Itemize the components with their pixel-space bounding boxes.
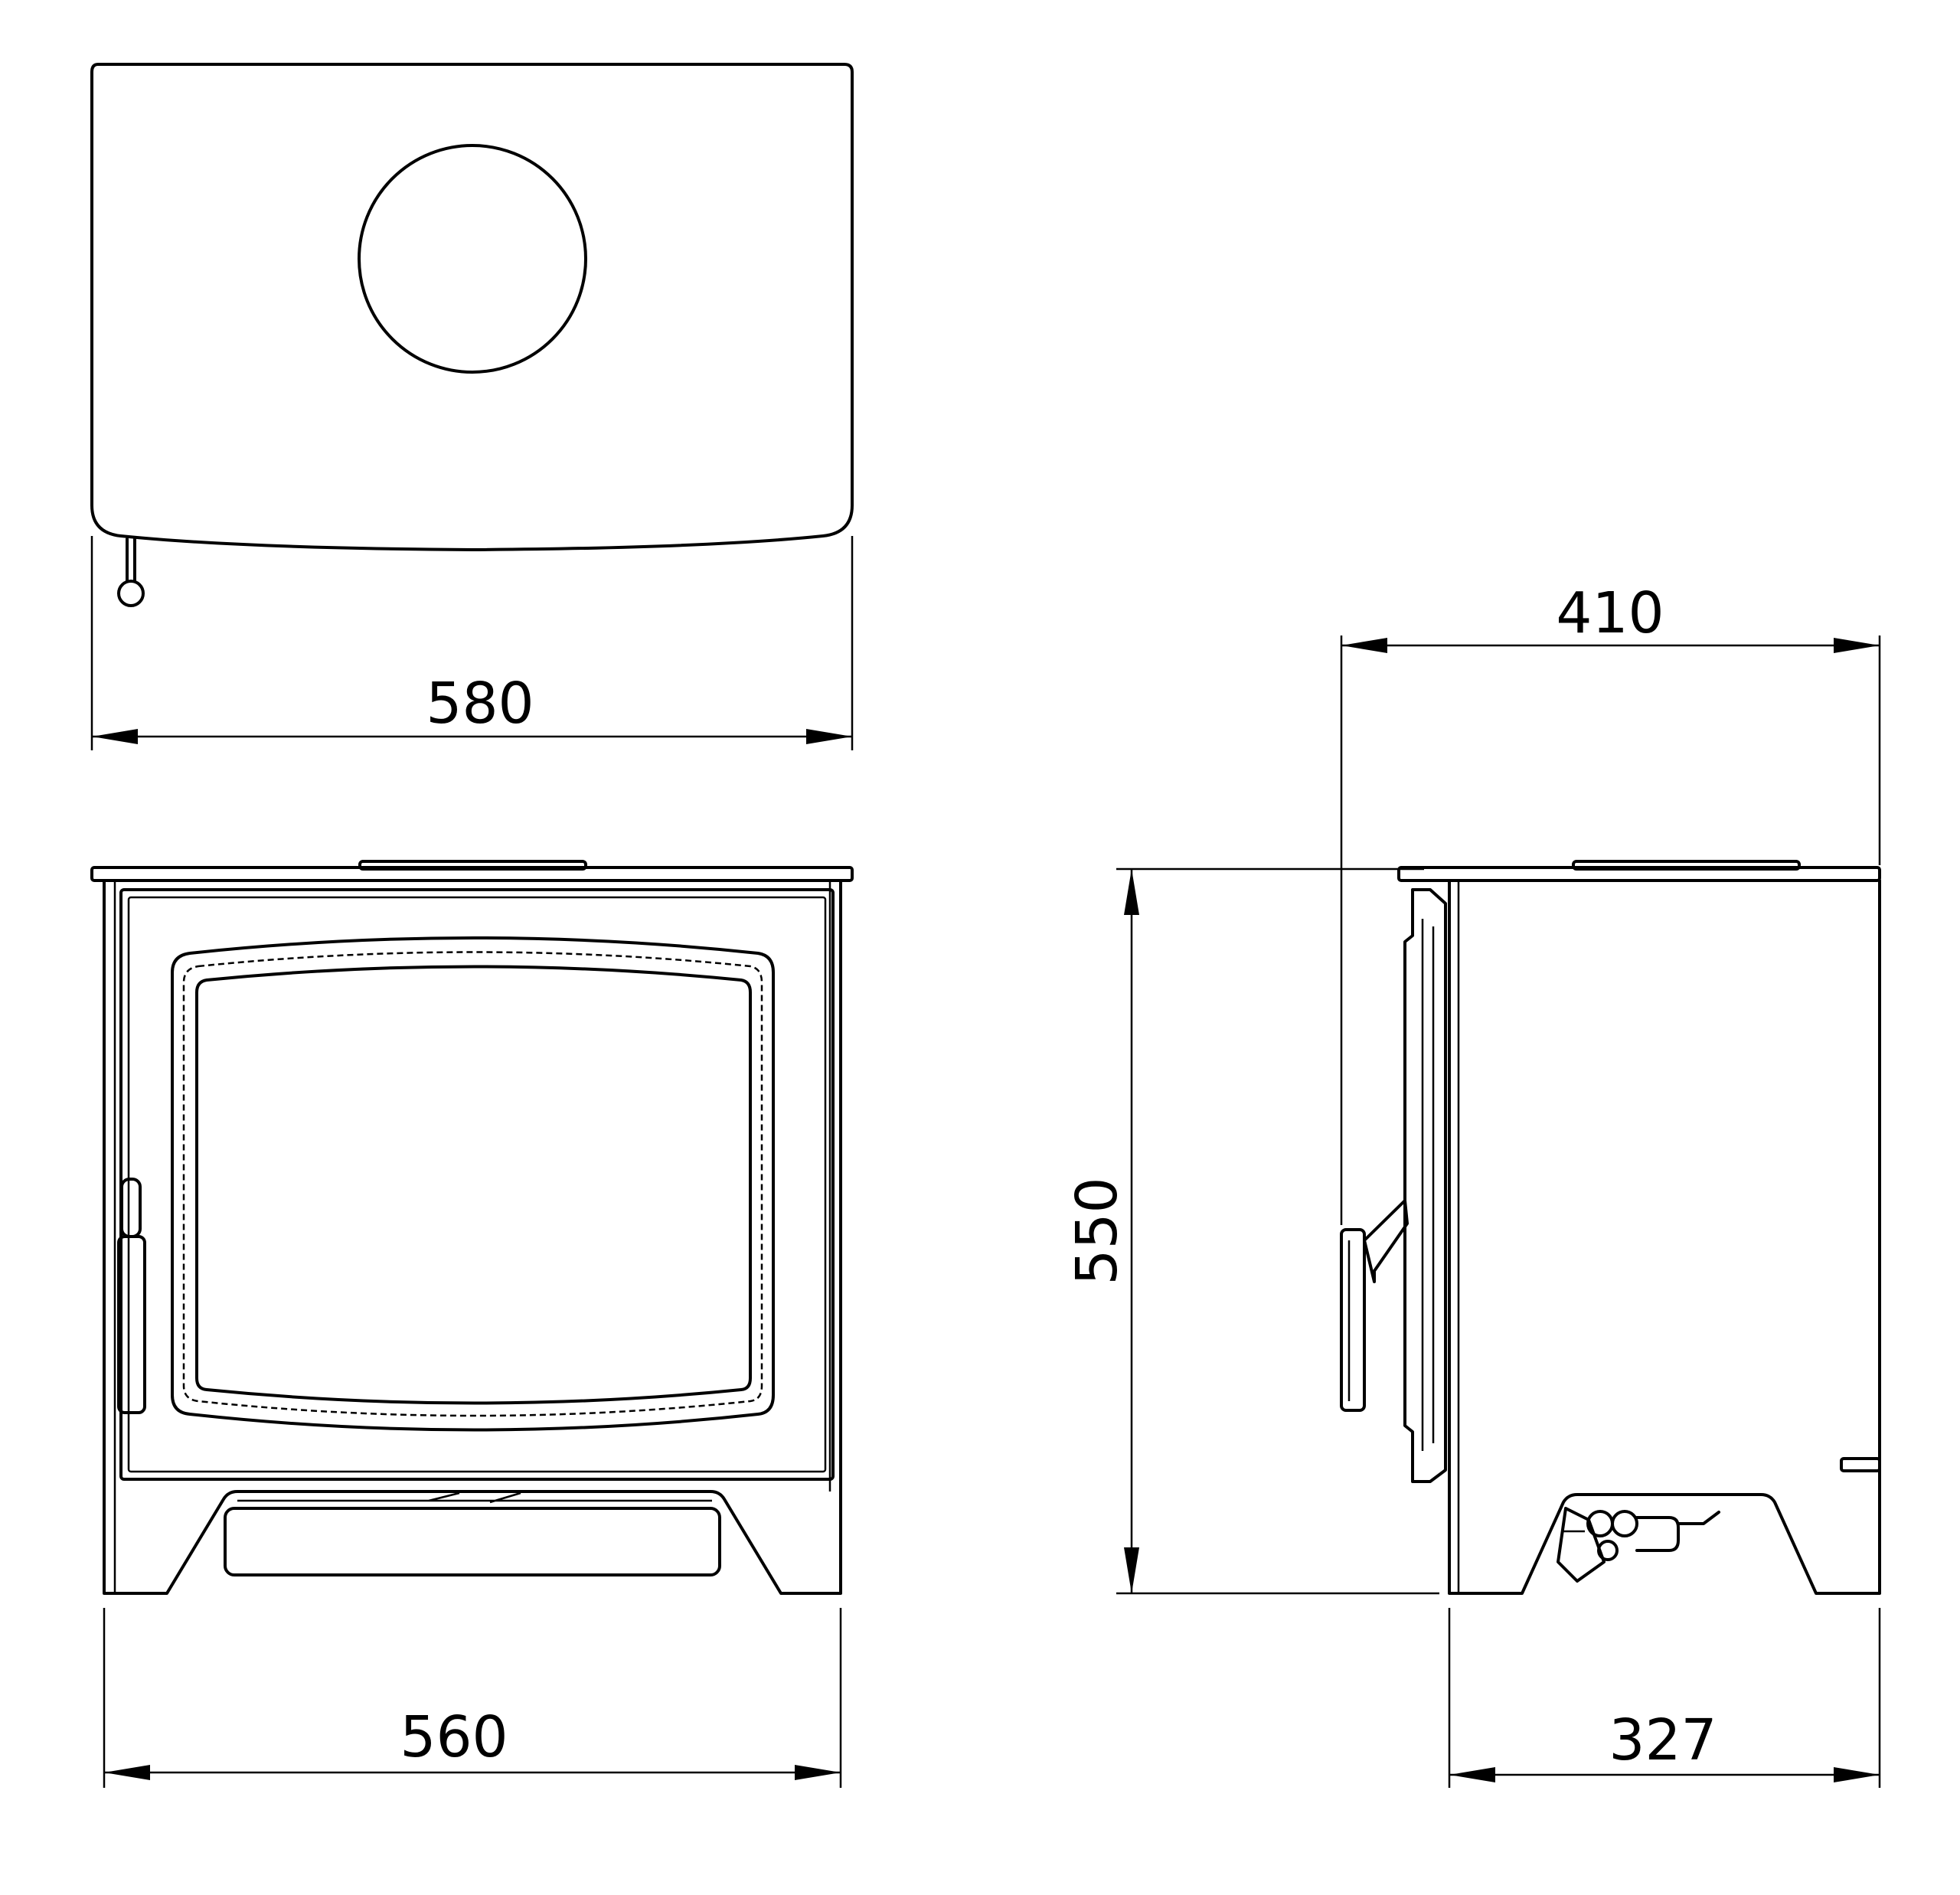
ashpan-drawer: [224, 1507, 721, 1576]
top-view: 580: [90, 63, 854, 750]
dimension-front-width: [104, 1765, 841, 1780]
dimension-top-width: [92, 729, 852, 744]
dim-label-550: 550: [1064, 1177, 1130, 1285]
dim-label-560: 560: [400, 1704, 508, 1770]
front-flue-collar: [358, 860, 587, 871]
door-glass-frame: [171, 936, 775, 1432]
front-view: 560: [90, 860, 854, 1788]
ashpan-grate: [237, 1491, 712, 1504]
dimension-side-depth: [1341, 638, 1880, 653]
dimension-side-base-depth: [1449, 1767, 1880, 1782]
dim-label-327: 327: [1609, 1707, 1717, 1773]
dim-label-410: 410: [1556, 580, 1664, 646]
flue-outlet-circle: [358, 144, 587, 374]
air-inlet-icon: [1557, 1507, 1720, 1583]
side-vent-slot: [1840, 1457, 1881, 1472]
side-door-profile: [1403, 888, 1447, 1483]
side-body-outline: [1448, 879, 1881, 1595]
side-view: 410 327: [1340, 580, 1881, 1788]
door-glass-pane: [195, 965, 752, 1405]
side-flue-collar: [1572, 860, 1801, 871]
door-glass-seal: [182, 951, 763, 1417]
top-plate-outline: [90, 63, 854, 551]
side-handle-icon: [1340, 1199, 1409, 1412]
dim-label-580: 580: [426, 671, 534, 737]
air-control-icon: [117, 537, 145, 607]
front-body-outline: [103, 879, 842, 1595]
door-handle-icon: [117, 1178, 146, 1414]
dimension-height: 550: [1064, 867, 1439, 1595]
front-door-inner: [127, 896, 827, 1473]
